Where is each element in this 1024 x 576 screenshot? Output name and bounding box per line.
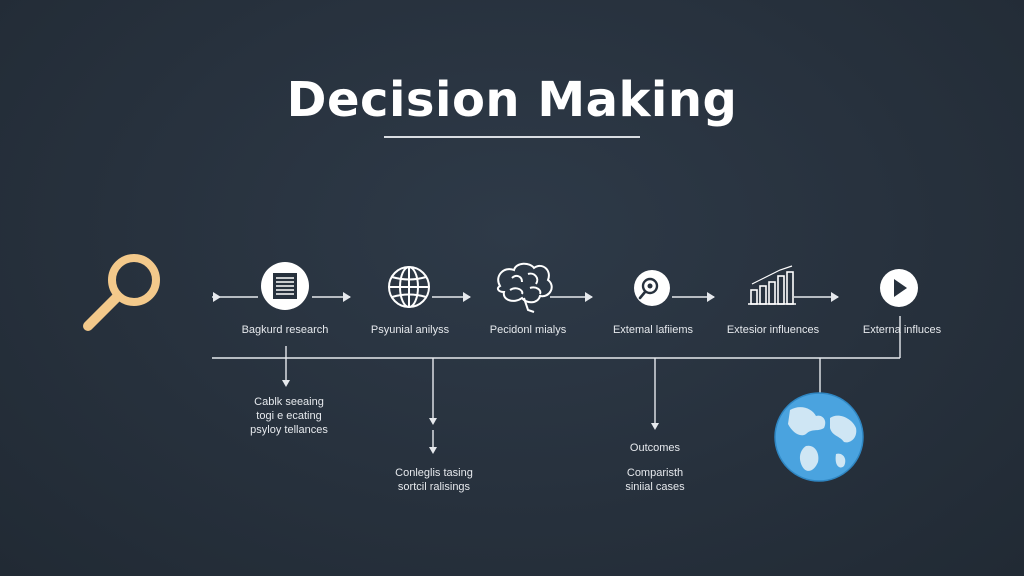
play-icon	[880, 269, 918, 307]
step-label-5: Extesior influences	[726, 324, 820, 336]
branch-line: siniial cases	[625, 481, 685, 493]
title-underline	[384, 136, 640, 138]
branch-line: Outcomes	[629, 442, 681, 454]
branch-arrowheads	[282, 380, 659, 454]
globe-icon	[388, 266, 430, 308]
bar-chart-icon	[748, 265, 796, 305]
branch-label-3: Outcomes	[585, 441, 725, 455]
branch-line: Cablk seeaing	[254, 396, 324, 408]
branch-line: Conleglis tasing	[395, 467, 473, 479]
document-icon	[261, 262, 309, 310]
page-title: Decision Making	[286, 72, 738, 128]
earth-globe-icon	[774, 392, 864, 482]
timeline-arrowheads	[213, 292, 839, 302]
branch-connector	[212, 316, 901, 447]
branch-line: Comparisth	[626, 467, 684, 479]
step-label-1: Bagkurd research	[241, 324, 329, 336]
branch-label-1: Cablk seeaing togi e ecating psyloy tell…	[219, 395, 359, 437]
magnifier-icon	[83, 254, 160, 331]
brain-icon	[496, 262, 553, 313]
step-label-3: Pecidonl mialys	[489, 324, 567, 336]
step-label-2: Psyunial anilyss	[370, 324, 450, 336]
step-label-4: Extemal lafiiems	[612, 324, 694, 336]
branch-line: togi e ecating	[256, 410, 322, 422]
magnifier-gear-icon	[634, 270, 670, 306]
branch-line: sortcil ralisings	[397, 481, 471, 493]
branch-label-4: Comparisth siniial cases	[585, 466, 725, 494]
branch-label-2: Conleglis tasing sortcil ralisings	[364, 466, 504, 494]
step-label-6: Externa influces	[862, 324, 942, 336]
branch-line: psyloy tellances	[250, 424, 328, 436]
